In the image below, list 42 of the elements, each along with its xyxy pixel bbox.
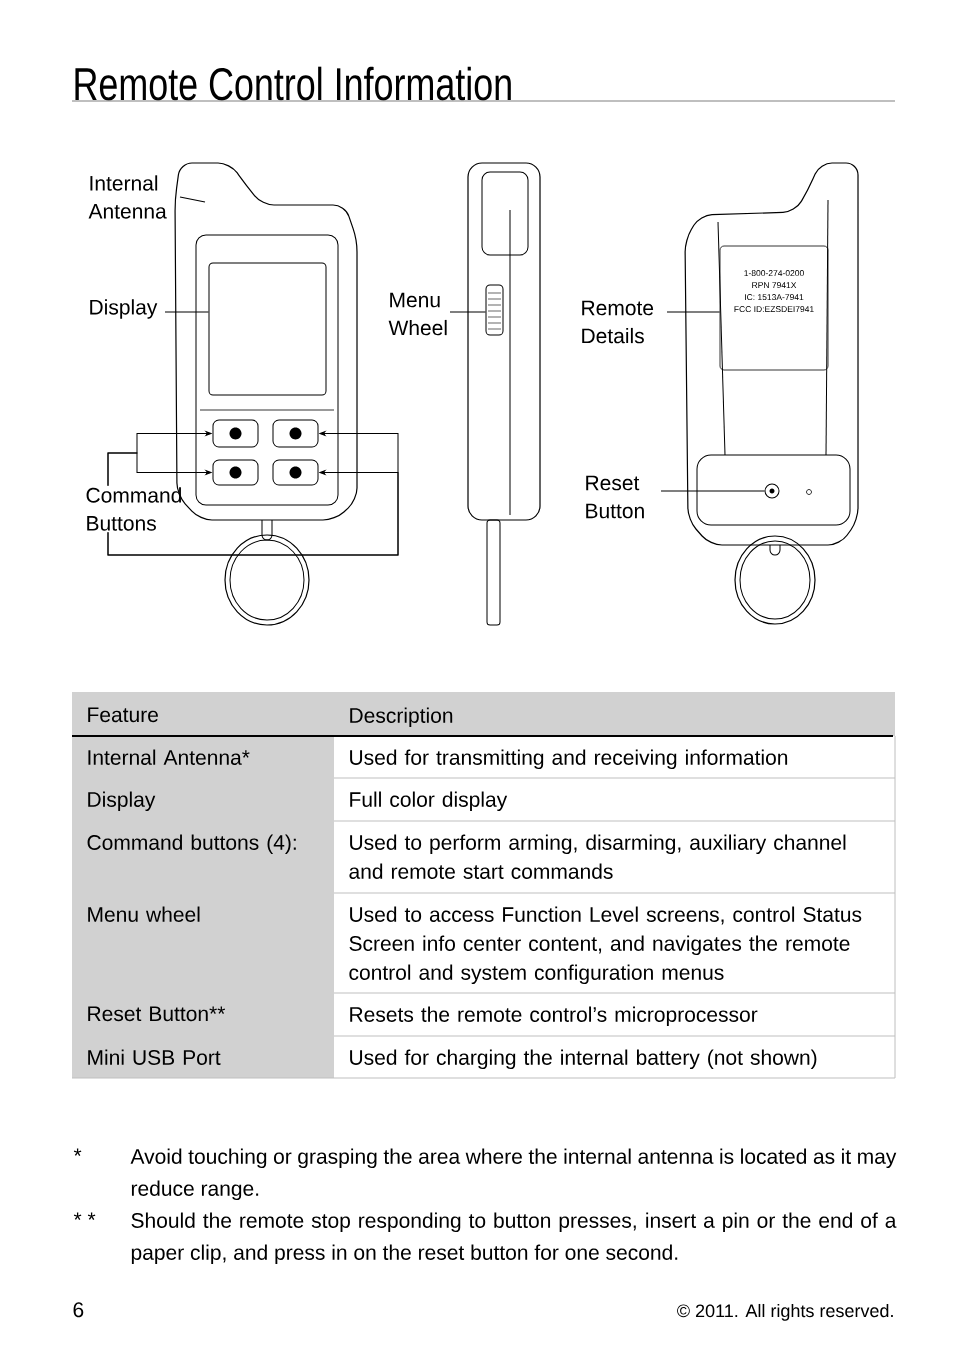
page-number: 6 (73, 1302, 84, 1318)
description-cell: Full color display (350, 791, 508, 812)
description-cell: Resets the remote control’s microprocessor (350, 1006, 758, 1027)
reset-button (764, 483, 780, 499)
leader-line (660, 490, 765, 492)
footnote-text: Avoid touching or grasping the area where the internal antenna is located as it may reduce range. (130, 1148, 897, 1201)
product-label: 1-800-274-0200 RPN 7941X IC: 1513A-7941 FCC ID:EZSDEI7941 (719, 245, 829, 371)
callout-text: Remote Details (582, 300, 654, 344)
copyright-notice: © 2011. All rights reserved. (677, 1303, 893, 1321)
description-cell: Used to perform arming, disarming, auxiliary channel and remote start commands (349, 834, 846, 879)
feature-cell: Reset Button** (88, 1006, 226, 1022)
description-cell: Used to access Function Level screens, control Status Screen info center content, and navigates the remote control and system configuration menus (349, 906, 862, 985)
description-cell: Used for transmitting and receiving information (350, 749, 788, 770)
callout-text: Menu Wheel (388, 292, 447, 336)
leader-line (164, 311, 209, 313)
unlock-button (272, 419, 319, 448)
feature-cell: Internal Antenna* (88, 749, 250, 765)
footnote-text: Should the remote stop responding to button presses, insert a pin or the end of a paper clip, and press in on the reset button for one second. (131, 1212, 897, 1265)
leader-line (449, 311, 486, 313)
column-header: Description (350, 707, 453, 728)
feature-cell: Mini USB Port (88, 1049, 221, 1065)
page-title: Remote Control Information (75, 66, 511, 101)
auxiliary-button (212, 459, 259, 486)
menu-wheel (485, 284, 504, 336)
footnote-mark: * * (73, 1212, 96, 1220)
callout-text: Display (90, 299, 158, 319)
description-cell: Used for charging the internal battery (not shown) (350, 1049, 817, 1070)
column-header: Feature (88, 707, 158, 723)
lock-button (212, 419, 259, 448)
leader-line (107, 470, 399, 556)
display-screen (208, 262, 327, 396)
leader-line (666, 311, 721, 313)
callout-text: Command Buttons (86, 487, 181, 531)
callout-text: Reset Button (586, 475, 644, 519)
feature-cell: Display (88, 791, 156, 812)
callout-text: Internal Antenna (88, 175, 167, 219)
feature-cell: Command buttons (4): (87, 834, 296, 855)
leader-line (179, 196, 206, 203)
leader-line (107, 452, 212, 487)
feature-cell: Menu wheel (88, 906, 200, 922)
start-button (272, 459, 319, 486)
footnote-mark: * (73, 1148, 82, 1156)
